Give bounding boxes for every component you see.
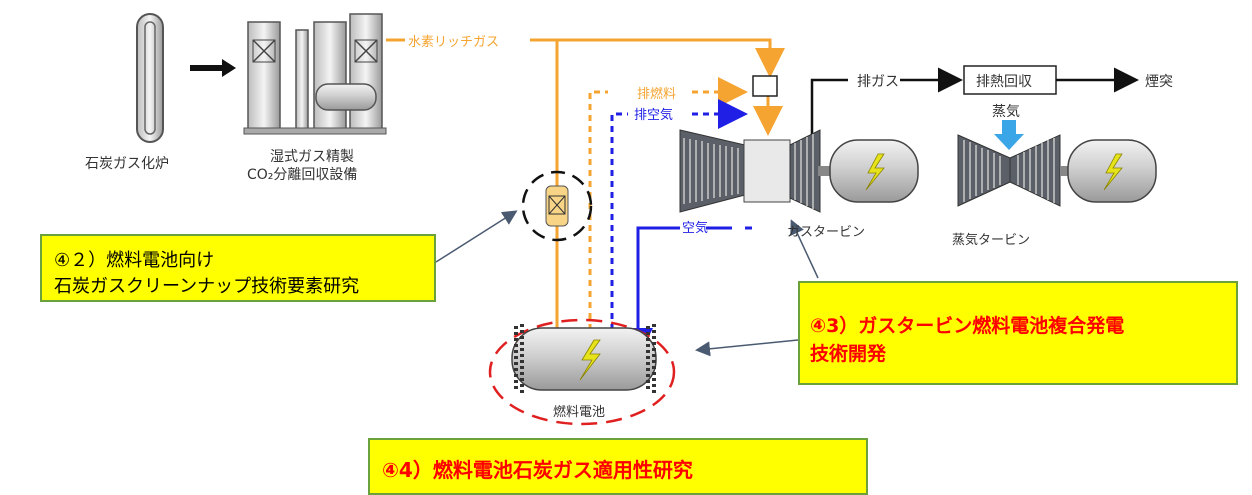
steam-turbine-label: 蒸気タービン: [952, 233, 1031, 248]
hydrogen-gas-label: 水素リッチガス: [408, 31, 500, 50]
gas-turbine-label: ガスタービン: [787, 225, 866, 240]
callout-4-line1: ④4）燃料電池石炭ガス適用性研究: [382, 458, 693, 482]
callout-fuel-cell-applicability: ④4）燃料電池石炭ガス適用性研究: [368, 438, 868, 495]
air-line: [638, 226, 732, 352]
callout-combined-cycle-development: ④3）ガスタービン燃料電池複合発電 技術開発: [798, 281, 1238, 385]
exhaust-air-line: [610, 114, 742, 352]
exhaust-air-label: 排空気: [634, 108, 674, 123]
gasifier-label: 石炭ガス化炉: [85, 156, 169, 172]
callout-2-line1: ④２）燃料電池向け: [54, 250, 215, 271]
steam-turbine-icon: [957, 134, 1157, 207]
callout-3-line2: 技術開発: [810, 343, 887, 365]
callout-3-line1: ④3）ガスタービン燃料電池複合発電: [810, 315, 1125, 337]
gasifier-icon: [136, 13, 164, 143]
combustor-box: [752, 75, 778, 97]
callout-3-pointer-top: [790, 219, 819, 279]
exhaust-fuel-label: 排燃料: [637, 87, 677, 102]
air-label: 空気: [682, 221, 709, 236]
wet-gas-label: 湿式ガス精製: [270, 149, 354, 165]
purification-plant-icon: [243, 13, 387, 135]
callout-2-line2: 石炭ガスクリーンナップ技術要素研究: [54, 276, 360, 297]
co2-capture-label: CO₂分離回収設備: [247, 167, 358, 183]
exhaust-gas-label: 排ガス: [857, 74, 899, 90]
heat-recovery-label: 排熱回収: [976, 74, 1032, 90]
callout-cleanup-research: ④２）燃料電池向け 石炭ガスクリーンナップ技術要素研究: [40, 234, 436, 302]
chimney-label: 煙突: [1145, 74, 1173, 90]
gas-turbine-icon: [679, 129, 919, 213]
heat-recovery-box: [963, 65, 1057, 95]
callout-3-pointer-left: [695, 339, 799, 357]
fuel-cell-label: 燃料電池: [553, 405, 606, 420]
callout-2-pointer: [435, 210, 518, 263]
steam-label: 蒸気: [992, 104, 1020, 120]
cleanup-unit-icon: [521, 170, 593, 242]
steam-arrow-icon: [994, 120, 1024, 150]
fuel-cell-icon: [488, 318, 676, 426]
